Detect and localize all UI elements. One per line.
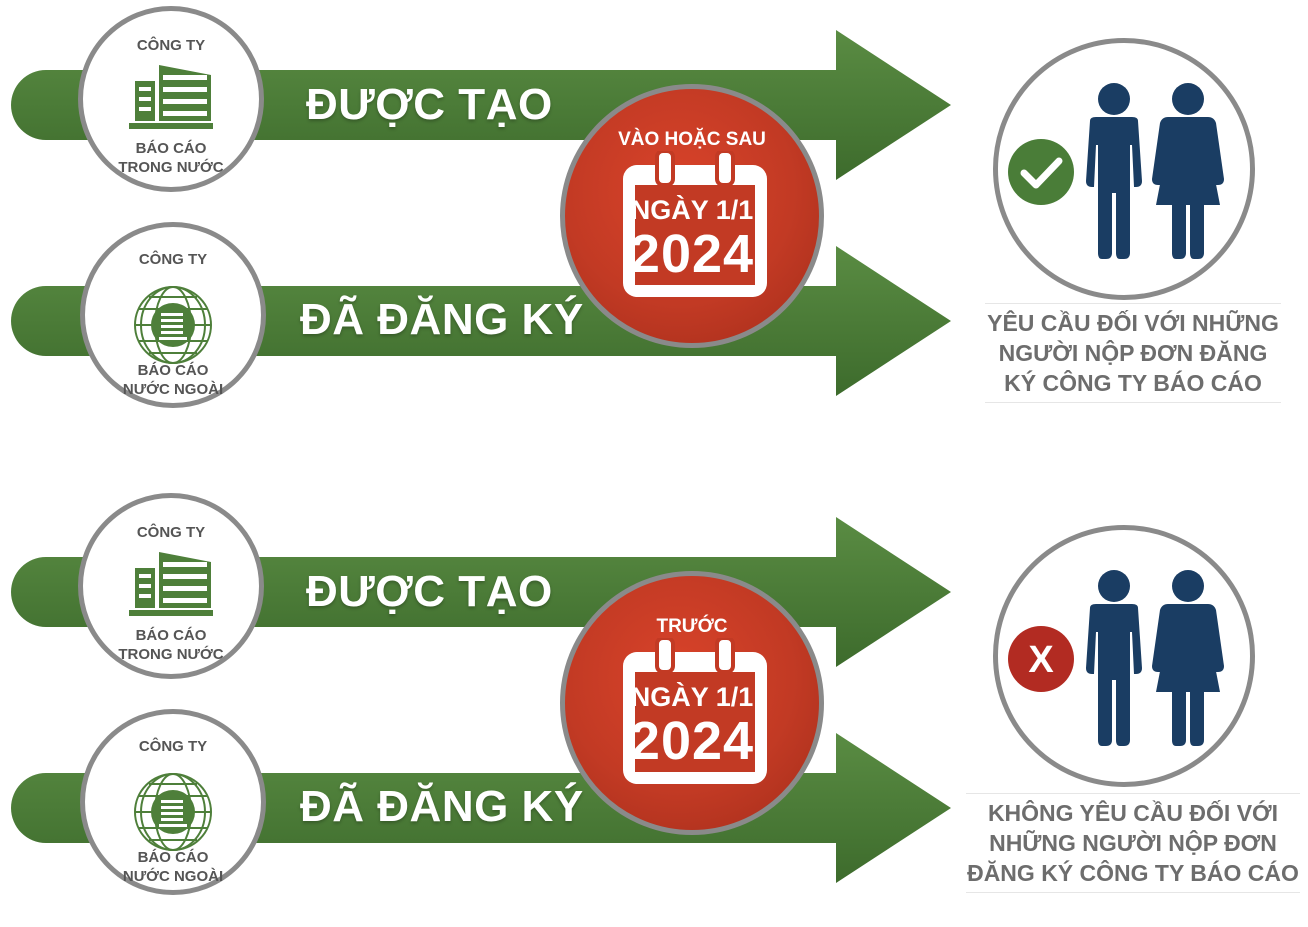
company-label: CÔNG TY <box>136 524 206 541</box>
domestic-company-badge: CÔNG TY BÁO CÁO TRONG NƯỚC <box>78 493 264 679</box>
date-seal: VÀO HOẶC SAU NGÀY 1/1 2024 <box>560 84 824 348</box>
building-icon <box>125 546 217 622</box>
domestic-company-badge: CÔNG TY BÁO CÁO TRONG NƯỚC <box>78 6 264 192</box>
people-icon <box>1076 81 1226 261</box>
cross-icon: X <box>1008 626 1074 692</box>
result-line-1: KHÔNG YÊU CẦU ĐỐI VỚI <box>987 800 1279 826</box>
result-line-3: KÝ CÔNG TY BÁO CÁO <box>1004 370 1262 396</box>
result-text: YÊU CẦU ĐỐI VỚI NHỮNG NGƯỜI NỘP ĐƠN ĐĂNG… <box>985 303 1281 403</box>
check-icon <box>1008 139 1074 205</box>
report-label-line-2: TRONG NƯỚC <box>118 646 224 663</box>
globe-building-icon <box>129 770 217 854</box>
cross-letter: X <box>1028 639 1054 681</box>
building-icon <box>125 59 217 135</box>
report-label-line-2: NƯỚC NGOÀI <box>122 381 224 398</box>
seal-day: NGÀY 1/1 <box>630 682 754 712</box>
arrow-label-created: ĐƯỢC TẠO <box>306 80 553 129</box>
report-label-line-1: BÁO CÁO <box>135 627 207 644</box>
company-label: CÔNG TY <box>138 251 208 268</box>
foreign-company-badge: CÔNG TY BÁO CÁO NƯỚC NGOÀI <box>80 222 266 408</box>
report-label: BÁO CÁO TRONG NƯỚC <box>83 139 259 177</box>
foreign-company-badge: CÔNG TY BÁO CÁO NƯỚC NGOÀI <box>80 709 266 895</box>
seal-year: 2024 <box>629 711 755 771</box>
result-line-3: ĐĂNG KÝ CÔNG TY BÁO CÁO <box>967 860 1299 886</box>
globe-building-icon <box>129 283 217 367</box>
people-circle <box>993 38 1255 300</box>
seal-year: 2024 <box>629 224 755 284</box>
report-label: BÁO CÁO TRONG NƯỚC <box>83 626 259 664</box>
people-icon <box>1076 568 1226 748</box>
result-line-2: NGƯỜI NỘP ĐƠN ĐĂNG <box>998 340 1268 366</box>
company-label: CÔNG TY <box>136 37 206 54</box>
result-text: KHÔNG YÊU CẦU ĐỐI VỚI NHỮNG NGƯỜI NỘP ĐƠ… <box>966 793 1300 893</box>
seal-caption: VÀO HOẶC SAU <box>618 129 766 150</box>
report-label-line-1: BÁO CÁO <box>137 849 209 866</box>
section-after-date: ĐƯỢC TẠO ĐÃ ĐĂNG KÝ CÔNG TY BÁO CÁO TRON… <box>0 0 1308 440</box>
report-label-line-2: TRONG NƯỚC <box>118 159 224 176</box>
result-line-1: YÊU CẦU ĐỐI VỚI NHỮNG <box>987 310 1279 336</box>
seal-day: NGÀY 1/1 <box>630 195 754 225</box>
date-seal: TRƯỚC NGÀY 1/1 2024 <box>560 571 824 835</box>
report-label-line-2: NƯỚC NGOÀI <box>122 868 224 885</box>
seal-caption: TRƯỚC <box>656 616 728 637</box>
arrow-label-registered: ĐÃ ĐĂNG KÝ <box>300 782 584 831</box>
company-label: CÔNG TY <box>138 738 208 755</box>
section-before-date: ĐƯỢC TẠO ĐÃ ĐĂNG KÝ CÔNG TY BÁO CÁO TRON… <box>0 487 1308 927</box>
report-label: BÁO CÁO NƯỚC NGOÀI <box>85 361 261 399</box>
report-label-line-1: BÁO CÁO <box>137 362 209 379</box>
arrow-label-created: ĐƯỢC TẠO <box>306 567 553 616</box>
arrow-label-registered: ĐÃ ĐĂNG KÝ <box>300 295 584 344</box>
result-line-2: NHỮNG NGƯỜI NỘP ĐƠN <box>989 830 1277 856</box>
report-label-line-1: BÁO CÁO <box>135 140 207 157</box>
report-label: BÁO CÁO NƯỚC NGOÀI <box>85 848 261 886</box>
people-circle: X <box>993 525 1255 787</box>
